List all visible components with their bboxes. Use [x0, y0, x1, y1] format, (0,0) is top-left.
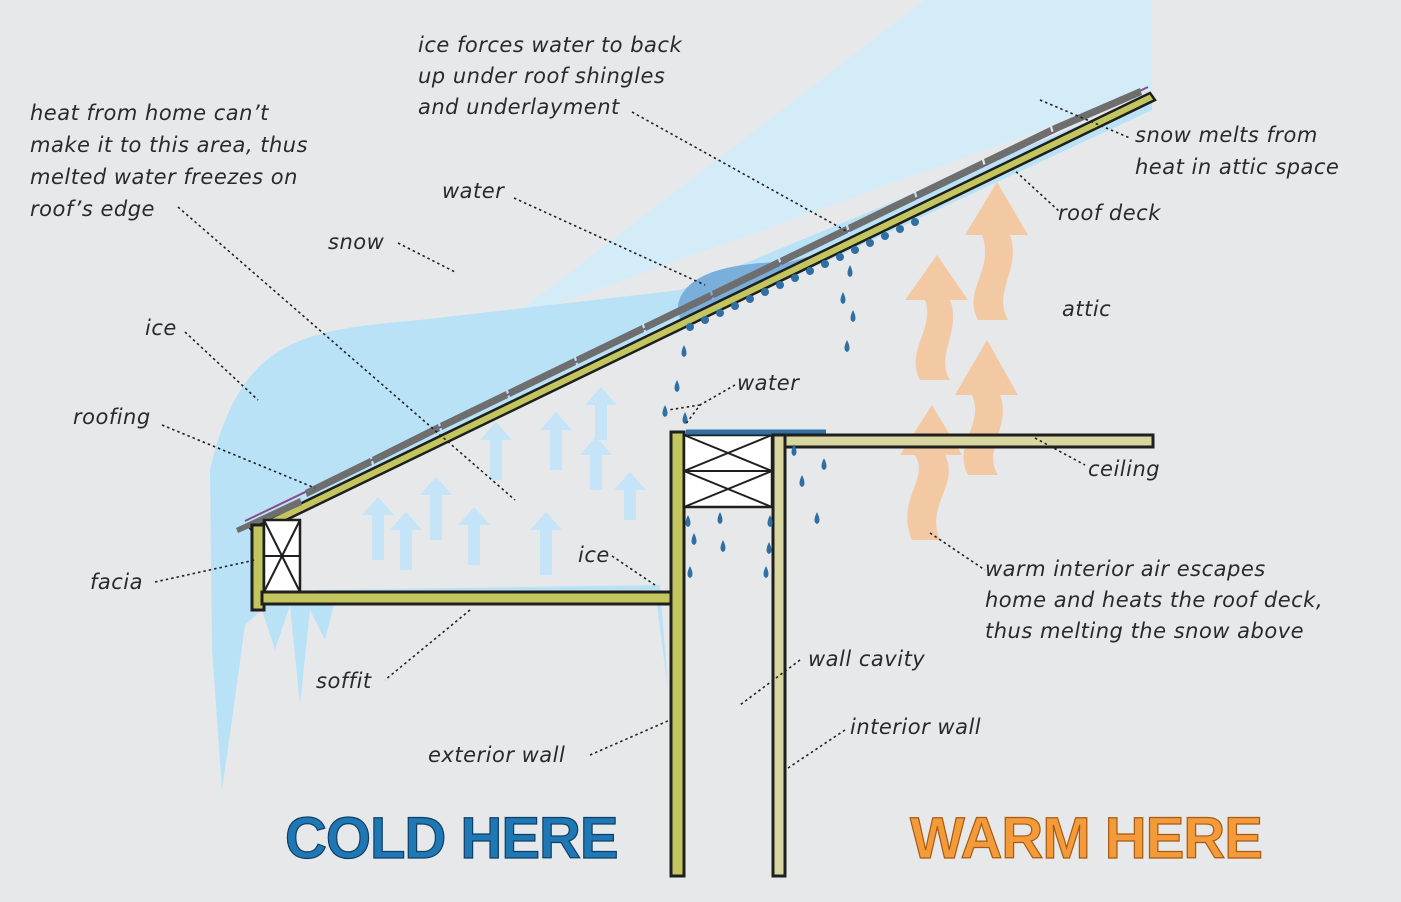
warm-air-arrows — [900, 182, 1028, 540]
ice-mass — [210, 95, 1152, 790]
label-ceiling: ceiling — [1088, 457, 1160, 481]
label-snow-melts-1: snow melts from — [1135, 123, 1318, 147]
label-facia: facia — [90, 570, 143, 594]
water-beads — [686, 218, 919, 331]
label-interior-wall: interior wall — [850, 715, 981, 739]
label-heat-4: roof’s edge — [30, 197, 155, 221]
label-ice-left: ice — [145, 316, 177, 340]
label-roof-deck: roof deck — [1058, 201, 1161, 225]
exterior-wall-stud — [669, 430, 686, 878]
label-water-top: water — [442, 179, 505, 203]
label-warm-2: home and heats the roof deck, — [985, 588, 1323, 612]
roof-shingles — [236, 88, 1142, 533]
label-warm-1: warm interior air escapes — [985, 557, 1266, 581]
label-warm-3: thus melting the snow above — [985, 619, 1304, 643]
label-wall-cavity: wall cavity — [808, 647, 925, 671]
leader-lines — [154, 99, 1131, 771]
water-drops — [662, 265, 856, 578]
label-heat-2: make it to this area, thus — [30, 133, 308, 157]
label-ice-forces-3: and underlayment — [418, 95, 620, 119]
label-ice-mid: ice — [578, 543, 610, 567]
label-ice-forces-2: up under roof shingles — [418, 64, 665, 88]
label-ice-forces-1: ice forces water to back — [418, 33, 682, 57]
cold-here-title: COLD HERE — [285, 806, 618, 871]
label-snow-melts-2: heat in attic space — [1135, 155, 1339, 179]
label-water-mid: water — [737, 371, 800, 395]
top-plate-cross — [683, 434, 773, 508]
soffit-board — [260, 590, 674, 606]
label-soffit: soffit — [316, 669, 372, 693]
snow-layer — [250, 0, 1152, 518]
label-attic: attic — [1062, 297, 1111, 321]
facia-block-cross — [263, 519, 301, 593]
interior-wall-stud — [771, 433, 787, 878]
label-roofing: roofing — [73, 405, 151, 429]
label-heat-1: heat from home can’t — [30, 101, 269, 125]
label-exterior-wall: exterior wall — [428, 743, 565, 767]
label-heat-3: melted water freezes on — [30, 165, 298, 189]
cold-air-arrows — [362, 387, 646, 575]
warm-here-title: WARM HERE — [910, 806, 1262, 871]
ceiling-joist — [783, 433, 1155, 449]
label-snow: snow — [328, 230, 385, 254]
